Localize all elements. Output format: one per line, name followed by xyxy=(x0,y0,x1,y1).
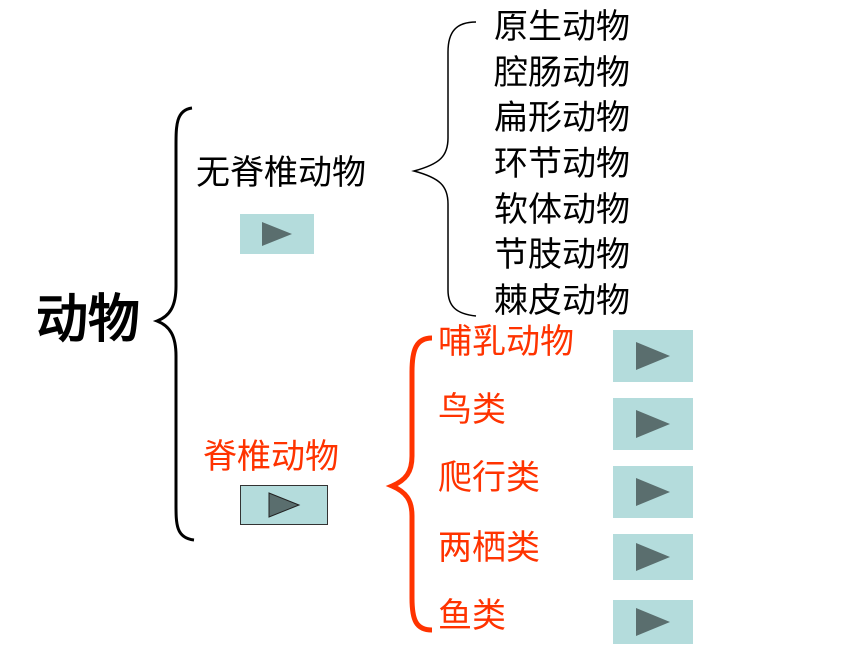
reptiles-play-button[interactable] xyxy=(613,466,693,518)
vertebrate-item-reptiles: 爬行类 xyxy=(438,458,540,498)
birds-play-button[interactable] xyxy=(613,398,693,450)
invertebrate-item: 软体动物 xyxy=(494,190,630,230)
play-icon xyxy=(636,410,670,438)
play-icon xyxy=(636,478,670,506)
root-label: 动物 xyxy=(36,290,141,350)
vertebrate-label: 脊椎动物 xyxy=(203,437,339,477)
invertebrate-item: 环节动物 xyxy=(494,144,630,184)
play-icon xyxy=(636,342,670,370)
play-icon xyxy=(636,608,670,636)
invertebrate-play-button[interactable] xyxy=(240,214,314,254)
mammals-play-button[interactable] xyxy=(613,330,693,382)
amphibians-play-button[interactable] xyxy=(613,534,693,580)
invertebrate-item: 节肢动物 xyxy=(494,235,630,275)
invertebrate-item: 扁形动物 xyxy=(494,98,630,138)
vertebrate-item-fish: 鱼类 xyxy=(438,596,506,636)
vertebrate-item-amphibians: 两栖类 xyxy=(438,528,540,568)
invertebrate-item: 腔肠动物 xyxy=(494,53,630,93)
vertebrate-item-birds: 鸟类 xyxy=(438,390,506,430)
vertebrate-brace xyxy=(385,335,433,633)
play-icon xyxy=(262,222,292,246)
invertebrate-item: 原生动物 xyxy=(494,7,630,47)
vertebrate-item-mammals: 哺乳动物 xyxy=(438,322,574,362)
fish-play-button[interactable] xyxy=(613,600,693,644)
play-icon xyxy=(636,543,670,571)
vertebrate-play-button[interactable] xyxy=(240,485,328,525)
invertebrate-item: 棘皮动物 xyxy=(494,281,630,321)
invertebrate-label: 无脊椎动物 xyxy=(196,153,366,193)
play-icon xyxy=(268,492,301,518)
main-brace xyxy=(152,106,195,542)
invertebrate-brace xyxy=(411,21,477,317)
